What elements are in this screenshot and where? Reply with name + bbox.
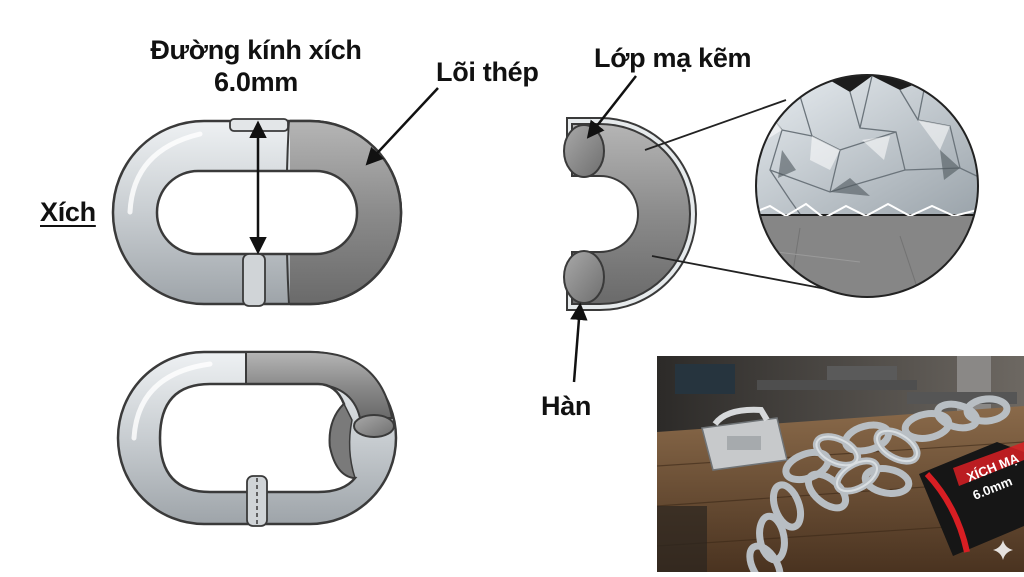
package-tag: XÍCH MẠ 6.0mm	[919, 442, 1024, 556]
zoom-line-bottom	[651, 255, 843, 293]
product-photo: XÍCH MẠ 6.0mm	[657, 356, 1024, 572]
sparkle-icon	[993, 540, 1013, 560]
top-chain-link	[111, 118, 403, 307]
chain-diameter-line2: 6.0mm	[213, 67, 299, 97]
steel-core-label: Lõi thép	[436, 57, 539, 87]
steel-core-arrow	[365, 87, 439, 166]
chain-diameter-label: Đường kính xích 6.0mm	[120, 34, 392, 98]
zoom-line-top	[644, 99, 787, 151]
weld-label: Hàn	[541, 391, 592, 421]
micrograph-zoom	[755, 74, 979, 298]
zinc-coating-label: Lớp mạ kẽm	[594, 43, 752, 73]
padlock-photo	[701, 406, 788, 471]
weld-arrow	[570, 302, 588, 383]
zinc-coating-arrow	[586, 75, 637, 139]
cross-section	[563, 117, 697, 311]
bottom-chain-link-cutaway	[116, 350, 398, 527]
chain-diameter-line1: Đường kính xích	[150, 35, 362, 65]
chain-label: Xích	[40, 197, 96, 227]
